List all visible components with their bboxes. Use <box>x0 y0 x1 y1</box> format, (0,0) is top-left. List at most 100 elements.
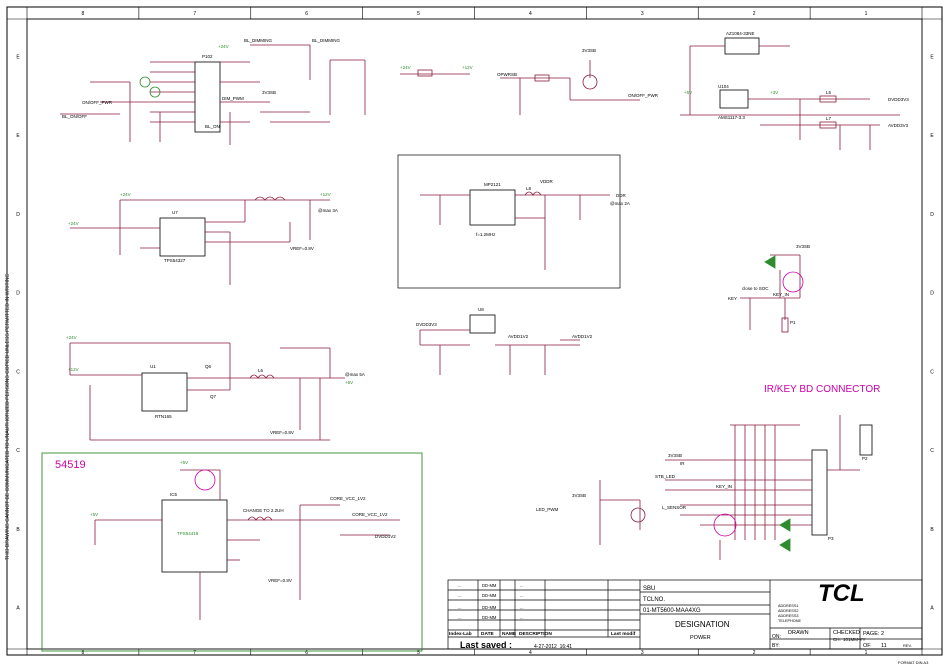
net-24v-buck: +24V <box>68 221 79 226</box>
of-label: OF <box>863 643 871 649</box>
tps54327-label: TPS54327 <box>164 258 186 263</box>
revision-index: ... <box>458 593 462 598</box>
tclno-value: 01-MT5600-MAA4XG <box>643 608 701 614</box>
row-marker: E <box>930 54 934 60</box>
net-ir: IR <box>680 461 685 466</box>
net-dvdd3v3: DVDD3V3 <box>888 97 909 102</box>
net-12v-top: +12V <box>462 65 473 70</box>
column-marker: 2 <box>753 650 756 656</box>
net-ddr: DDR <box>616 193 626 198</box>
title-block <box>447 579 923 650</box>
checked-label: CHECKED <box>833 630 860 636</box>
row-marker: C <box>930 369 934 375</box>
net-on-off-pwr: ON/OFF_PWR <box>628 93 659 98</box>
revision-index: ... <box>458 583 462 588</box>
row-marker: C <box>16 369 20 375</box>
sbu-label: SBU <box>643 586 655 592</box>
column-marker: 3 <box>641 650 644 656</box>
row-marker: A <box>930 606 934 612</box>
revision-index: ... <box>458 615 462 620</box>
net-avdd3v3: AVDD3V3 <box>888 123 909 128</box>
close-soc-note: close to SOC <box>742 286 769 291</box>
rtn165-label: RTN165 <box>155 414 172 419</box>
by-label: BY: <box>772 643 780 649</box>
row-marker: A <box>16 606 20 612</box>
vref-5v: VREF=0.8V <box>270 430 294 435</box>
net-avdd1v2-b: AVDD1V2 <box>572 334 593 339</box>
net-bl-on-off: BL_ON/OFF <box>62 114 87 119</box>
address-1: ADDRESS1 <box>778 604 798 608</box>
column-marker: 6 <box>305 11 308 17</box>
revision-desc: ... <box>520 593 524 598</box>
revision-date: DD-MM <box>482 605 497 610</box>
p2-label: P2 <box>862 456 868 461</box>
net-5v-buck: +5V <box>345 380 353 385</box>
side-note: THIS DRAWING CANNOT BE COMMUNICATED TO U… <box>5 273 11 560</box>
header-index: Index-Lab <box>449 631 472 637</box>
net-bl-dimming-top: BL_DIMMING <box>244 38 273 43</box>
net-key-in-conn: KEY_IN <box>716 484 732 489</box>
page-value: 2 <box>881 631 884 637</box>
row-marker: C <box>16 448 20 454</box>
net-key-in: KEY_IN <box>773 292 789 297</box>
header-name: NAME <box>502 631 517 637</box>
net-l-sensor: L_SENSOR <box>662 505 687 510</box>
change-note: CHANGE TO 2.2UH <box>243 508 284 513</box>
box-54519 <box>41 452 423 652</box>
row-marker: B <box>930 527 934 533</box>
buck-12v-block <box>70 196 330 285</box>
column-marker: 5 <box>417 11 420 17</box>
header-desc: DESCRIPTION <box>519 631 552 637</box>
address-3: ADDRESS3 <box>778 614 798 618</box>
net-max5a: @max 5A <box>345 372 365 377</box>
net-bl-on: BL_ON <box>205 124 220 129</box>
ch-label: CH: <box>833 637 841 642</box>
net-24v-buck-top: +24V <box>120 192 131 197</box>
revision-date: DD-MM <box>482 583 497 588</box>
net-vddr: VDDR <box>540 179 554 184</box>
column-marker: 4 <box>529 650 532 656</box>
column-marker: 2 <box>753 11 756 17</box>
designation-label: DESIGNATION <box>675 620 730 629</box>
row-marker: E <box>16 54 20 60</box>
net-dim-pwm: DIM_PWM <box>222 96 244 101</box>
net-dvdd3v3-in: DVDD3V3 <box>416 322 437 327</box>
row-marker: D <box>930 291 934 297</box>
net-max3a-12v: @max 3A <box>318 208 338 213</box>
net-dvdd1v2: DVDD1V2 <box>375 534 396 539</box>
ddr-block <box>420 189 610 270</box>
p3-label: P3 <box>828 536 834 541</box>
revision-rows: ...DD-MM......DD-MM......DD-MM......DD-M… <box>458 583 524 620</box>
l8-label: L8 <box>526 186 532 191</box>
row-marker: D <box>16 291 20 297</box>
net-led-pwm: LED_PWM <box>536 507 559 512</box>
l7-label: L7 <box>826 116 832 121</box>
onoff-block <box>400 60 640 115</box>
net-12v-buck: +12V <box>320 192 331 197</box>
drawn-label: DRAWN <box>788 630 809 636</box>
net-on-off-pwr-left: ON/OFF_PWR <box>82 100 113 105</box>
column-marker: 1 <box>865 650 868 656</box>
column-marker: 8 <box>82 650 85 656</box>
u7-label: U7 <box>172 210 178 215</box>
column-marker: 8 <box>82 11 85 17</box>
u1-label: U1 <box>150 364 156 369</box>
header-modif: Last modif <box>611 631 636 637</box>
az1084-label: AZ1084-33NE <box>726 31 755 36</box>
ir-key-title: IR/KEY BD CONNECTOR <box>764 384 880 395</box>
net-opwrsb: OPWRSB <box>497 72 517 77</box>
box-54519-label: 54519 <box>55 459 86 471</box>
p1-label: P1 <box>790 320 796 325</box>
net-3v-ldo: +3V <box>770 90 778 95</box>
u104-label: U104 <box>718 84 729 89</box>
core-buck-block <box>94 469 400 620</box>
net-3v3sb-conn: 3V3SB <box>668 453 682 458</box>
column-marker: 7 <box>193 650 196 656</box>
net-core-v-top: CORE_VCC_1V2 <box>330 496 366 501</box>
ch-value: 101MM-YY <box>843 637 866 642</box>
l5-label: L5 <box>826 90 832 95</box>
u8-label: U8 <box>478 307 484 312</box>
last-saved-label: Last saved : <box>460 640 512 650</box>
q7-label: Q7 <box>210 394 217 399</box>
